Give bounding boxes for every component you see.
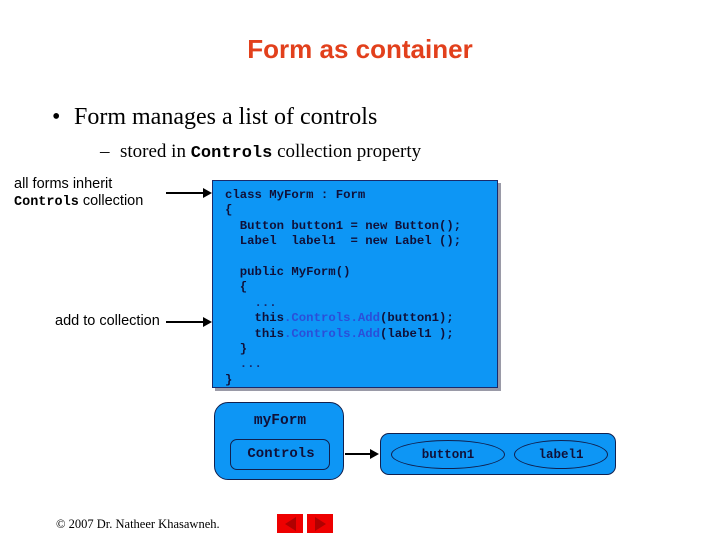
callout-inherit-line2-suffix: collection (78, 193, 144, 209)
controls-children-box: button1 label1 (380, 433, 616, 475)
control-item-label1: label1 (514, 440, 608, 469)
myform-box: myForm Controls (214, 402, 344, 480)
callout-add-label: add to collection (55, 313, 160, 329)
bullet-level2-suffix: collection property (272, 141, 422, 162)
controls-collection-label: Controls (247, 446, 315, 462)
bullet-level2-code-token: Controls (190, 144, 273, 163)
dash-marker-icon: – (100, 141, 110, 162)
footer-copyright: © 2007 Dr. Natheer Khasawneh. (56, 517, 220, 531)
callout-inherit-line2: Controls collection (14, 193, 143, 211)
arrow-controls-head-icon (370, 449, 379, 459)
bullet-marker-icon: • (52, 104, 61, 130)
callout-inherit-line1: all forms inherit (14, 176, 113, 192)
arrow-add-line (166, 321, 204, 323)
myform-box-label: myForm (253, 413, 307, 429)
triangle-left-icon (284, 516, 296, 531)
control-item-button1: button1 (391, 440, 505, 469)
bullet-level2-prefix: stored in (120, 141, 191, 162)
bullet-level1: • Form manages a list of controls (52, 104, 377, 131)
next-slide-button[interactable] (307, 514, 333, 533)
page-title: Form as container (247, 34, 473, 64)
callout-inherit-code-token: Controls (14, 195, 79, 210)
code-block: class MyForm : Form { Button button1 = n… (212, 180, 498, 388)
arrow-inherit-line (166, 192, 204, 194)
arrow-inherit-head-icon (203, 188, 212, 198)
previous-slide-button[interactable] (277, 514, 303, 533)
bullet-level1-text: Form manages a list of controls (74, 104, 378, 130)
callout-inherit: all forms inherit Controls collection (14, 176, 143, 211)
triangle-right-icon (314, 516, 326, 531)
controls-collection-box: Controls (230, 439, 330, 470)
arrow-add-head-icon (203, 317, 212, 327)
bullet-level2: –stored in Controls collection property (100, 141, 421, 163)
code-block-text: class MyForm : Form { Button button1 = n… (225, 188, 462, 387)
callout-add-to-collection: add to collection (55, 313, 160, 330)
arrow-controls-line (345, 453, 372, 455)
